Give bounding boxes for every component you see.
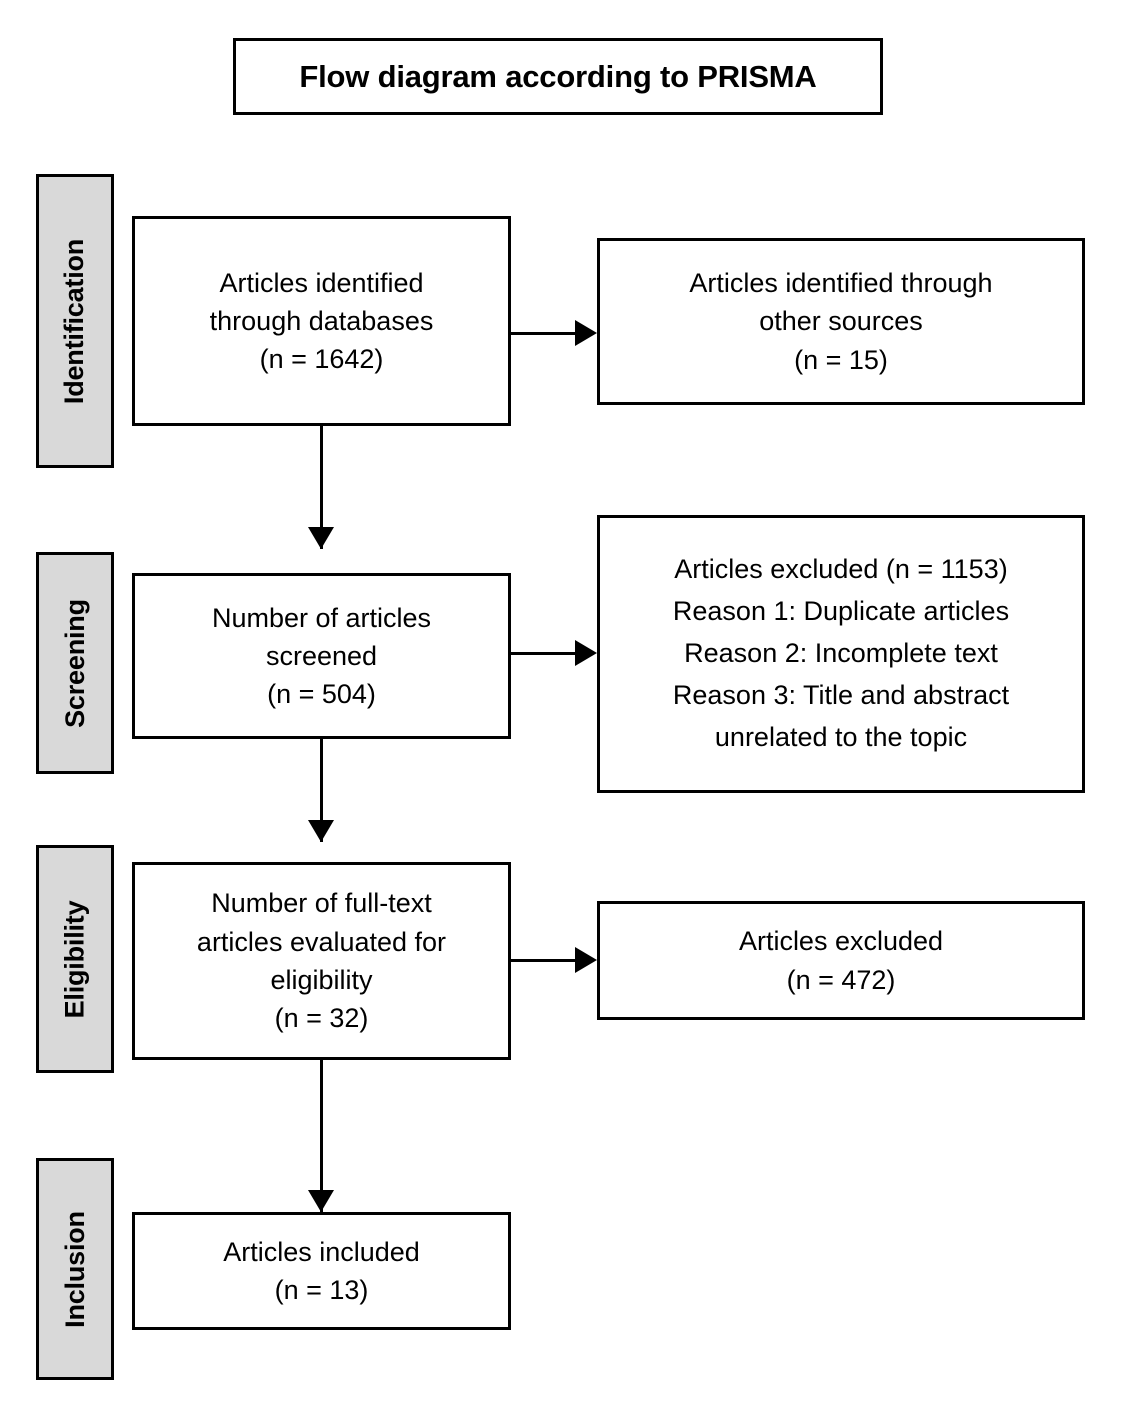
- node-fulltext-articles-evaluated: Number of full-text articles evaluated f…: [132, 862, 511, 1060]
- connector-line-screening-horizontal: [511, 652, 575, 655]
- node-line: Articles included: [223, 1236, 420, 1267]
- connector-line-eligibility-to-inclusion: [320, 1060, 323, 1212]
- node-line: Articles excluded: [738, 926, 944, 957]
- node-line: (n = 472): [786, 964, 896, 995]
- stage-box-identification: Identification: [36, 174, 114, 468]
- arrow-head-screening-to-excluded: [575, 640, 597, 666]
- node-line: Articles identified through: [689, 268, 993, 298]
- node-line: articles evaluated for: [196, 926, 447, 957]
- node-articles-screened: Number of articles screened (n = 504): [132, 573, 511, 739]
- node-line: Reason 1: Duplicate articles: [672, 596, 1010, 627]
- node-line: other sources: [759, 306, 923, 337]
- node-articles-excluded-screening: Articles excluded (n = 1153) Reason 1: D…: [597, 515, 1085, 793]
- node-articles-identified-databases: Articles identified through databases (n…: [132, 216, 511, 426]
- arrow-head-eligibility-to-excluded: [575, 947, 597, 973]
- node-line: (n = 32): [274, 1003, 369, 1034]
- stage-label-screening: Screening: [59, 598, 90, 728]
- node-line: (n = 13): [274, 1275, 369, 1305]
- node-articles-included: Articles included (n = 13): [132, 1212, 511, 1330]
- stage-box-screening: Screening: [36, 552, 114, 774]
- connector-line-identification-horizontal: [511, 332, 575, 335]
- node-line: Articles identified: [219, 267, 424, 298]
- node-line: Number of full-text: [211, 888, 432, 919]
- node-line: eligibility: [270, 965, 373, 995]
- node-line: (n = 15): [794, 344, 888, 375]
- diagram-title-box: Flow diagram according to PRISMA: [233, 38, 883, 115]
- connector-line-identification-to-screening: [320, 426, 323, 549]
- node-line: Reason 3: Title and abstract: [672, 679, 1010, 710]
- stage-label-inclusion: Inclusion: [59, 1210, 90, 1328]
- connector-line-screening-to-eligibility: [320, 739, 323, 842]
- stage-label-identification: Identification: [59, 238, 90, 404]
- arrow-head-eligibility-to-inclusion: [308, 1190, 334, 1212]
- node-line: unrelated to the topic: [714, 721, 968, 752]
- node-line: (n = 1642): [259, 344, 384, 375]
- node-line: (n = 504): [267, 679, 376, 710]
- node-articles-excluded-eligibility: Articles excluded (n = 472): [597, 901, 1085, 1020]
- connector-line-eligibility-horizontal: [511, 959, 575, 962]
- stage-box-eligibility: Eligibility: [36, 845, 114, 1073]
- node-line: through databases: [209, 305, 434, 336]
- arrow-head-screening-to-eligibility: [308, 820, 334, 842]
- stage-label-eligibility: Eligibility: [59, 900, 90, 1018]
- node-line: screened: [265, 640, 378, 671]
- stage-box-inclusion: Inclusion: [36, 1158, 114, 1380]
- page-title: Flow diagram according to PRISMA: [299, 58, 817, 94]
- node-articles-identified-other-sources: Articles identified through other source…: [597, 238, 1085, 405]
- node-line: Reason 2: Incomplete text: [684, 638, 998, 669]
- node-line: Number of articles: [211, 602, 432, 633]
- arrow-head-identification-to-other-sources: [575, 320, 597, 346]
- node-line: Articles excluded (n = 1153): [674, 554, 1008, 585]
- arrow-head-identification-to-screening: [308, 527, 334, 549]
